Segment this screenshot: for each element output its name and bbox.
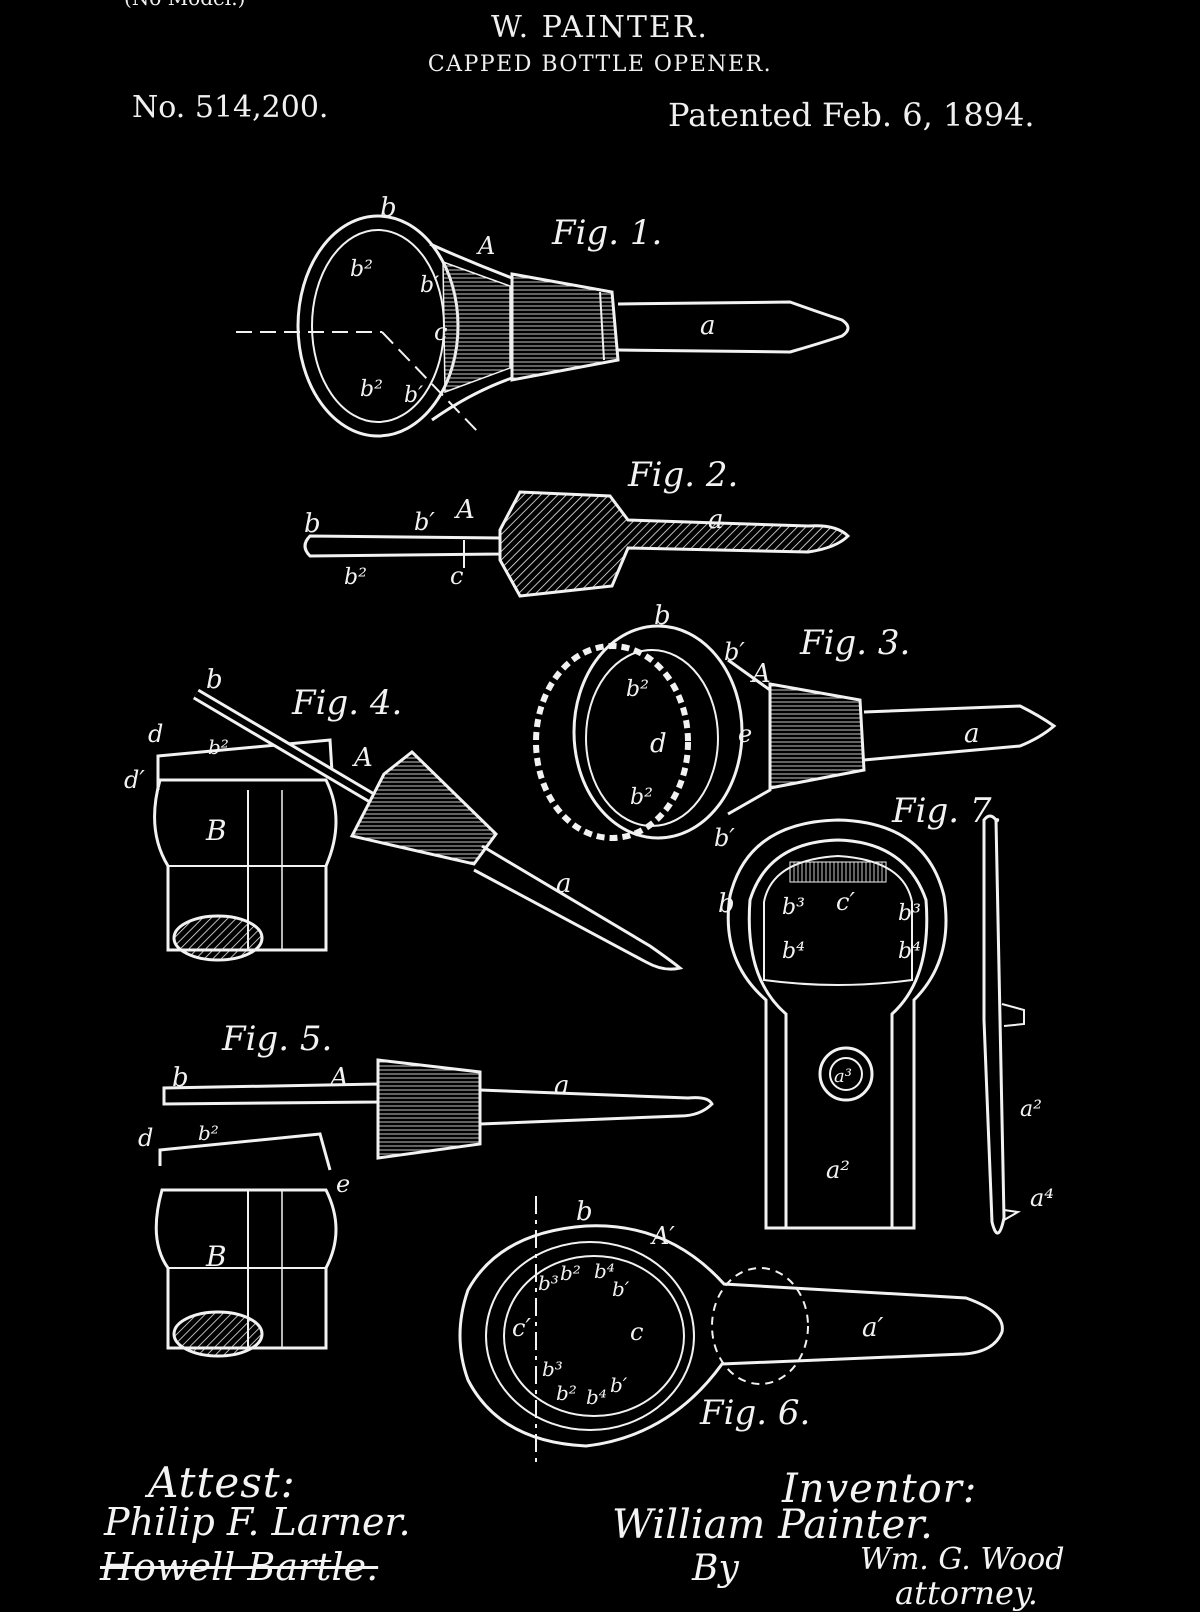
inventor-label: Inventor: xyxy=(782,1466,978,1512)
label-b4: b⁴ xyxy=(782,939,805,964)
patent-date: Patented Feb. 6, 1894. xyxy=(668,96,1035,134)
inventor-heading: W. PAINTER. xyxy=(491,10,709,45)
label-b1: b′ xyxy=(724,638,745,666)
label-A1: A′ xyxy=(650,1222,675,1250)
label-a2: a² xyxy=(1020,1097,1042,1122)
figure-4-labels: Fig. 4. b d b² d′ A B a xyxy=(124,665,572,899)
label-b: b xyxy=(654,601,671,631)
label-b2: b² xyxy=(198,1121,219,1145)
label-b3: b³ xyxy=(782,895,805,920)
label-a1: a′ xyxy=(862,1313,884,1343)
label-b4: b⁴ xyxy=(594,1259,615,1283)
label-A: A xyxy=(328,1063,349,1093)
label-b4: b⁴ xyxy=(898,939,921,964)
label-c: c xyxy=(630,1318,643,1346)
label-a: a xyxy=(700,311,716,341)
label-b1: b′ xyxy=(404,383,423,408)
label-c: c xyxy=(450,562,463,590)
figure-6-labels: Fig. 6. b A′ b³ b² b⁴ b′ c′ c b³ b² b⁴ b… xyxy=(512,1197,884,1433)
label-b2: b² xyxy=(556,1381,577,1405)
fig-4-caption: Fig. 4. xyxy=(291,683,402,723)
inventor-signature: William Painter. xyxy=(612,1502,933,1548)
label-b3: b³ xyxy=(542,1357,563,1381)
figure-5-labels: Fig. 5. b A a d b² e B xyxy=(138,1019,570,1273)
witness-signature-1: Philip F. Larner. xyxy=(104,1500,411,1544)
label-b1: b′ xyxy=(414,508,435,536)
label-a: a xyxy=(554,1071,570,1101)
label-d: d xyxy=(138,1124,153,1152)
label-b: b xyxy=(206,665,223,695)
label-d1: d′ xyxy=(124,766,145,794)
label-b1: b′ xyxy=(714,824,735,852)
label-a: a xyxy=(556,869,572,899)
patent-number: No. 514,200. xyxy=(132,90,329,125)
label-b2: b² xyxy=(626,677,649,702)
fig-7-caption: Fig. 7. xyxy=(891,791,1002,831)
label-a3: a³ xyxy=(834,1066,852,1087)
model-note: (No Model.) xyxy=(124,0,245,10)
label-b2: b² xyxy=(208,735,229,759)
label-e: e xyxy=(738,720,752,748)
label-b: b xyxy=(304,509,321,539)
fig-5-caption: Fig. 5. xyxy=(221,1019,332,1059)
figure-5 xyxy=(154,1058,714,1358)
figure-7-labels: Fig. 7. b b³ c′ b³ b⁴ b⁴ a³ a² a² a⁴ xyxy=(718,791,1054,1212)
figure-1 xyxy=(236,214,850,438)
label-b2: b² xyxy=(560,1261,581,1285)
label-a: a xyxy=(708,505,724,535)
label-a2: a² xyxy=(826,1156,850,1184)
label-A: A xyxy=(476,232,495,260)
label-e: e xyxy=(336,1170,350,1198)
label-b: b xyxy=(380,193,397,223)
figure-3-labels: Fig. 3. b b′ A b² d e b² b′ a xyxy=(626,601,980,852)
label-b2: b² xyxy=(360,377,383,402)
figure-1-labels: Fig. 1. b A b² b′ c b² b′ a xyxy=(350,193,716,408)
attest-label: Attest: xyxy=(148,1458,296,1507)
invention-title: CAPPED BOTTLE OPENER. xyxy=(427,52,773,77)
label-b: b xyxy=(576,1197,593,1227)
figure-6 xyxy=(458,1196,1004,1466)
label-b1: b′ xyxy=(610,1373,628,1397)
label-b1: b′ xyxy=(612,1277,630,1301)
figure-3 xyxy=(533,624,1057,841)
label-b2: b² xyxy=(350,257,373,282)
label-d: d xyxy=(148,720,163,748)
label-c: c xyxy=(434,318,447,346)
attorney-signature: Wm. G. Wood xyxy=(860,1542,1065,1577)
figure-7 xyxy=(726,814,1025,1235)
fig-3-caption: Fig. 3. xyxy=(799,623,910,663)
fig-6-caption: Fig. 6. xyxy=(699,1393,810,1433)
label-b2: b² xyxy=(630,785,653,810)
label-B: B xyxy=(205,1240,227,1273)
label-b1: b′ xyxy=(420,273,439,298)
label-A: A xyxy=(352,743,373,773)
label-a4: a⁴ xyxy=(1030,1184,1054,1212)
witness-signature-2: Howell Bartle. xyxy=(100,1545,379,1589)
label-b: b xyxy=(172,1063,189,1093)
fig-2-caption: Fig. 2. xyxy=(627,455,738,495)
label-d: d xyxy=(650,729,667,759)
label-A: A xyxy=(750,659,771,689)
label-c1: c′ xyxy=(512,1314,531,1342)
fig-1-caption: Fig. 1. xyxy=(551,213,662,253)
label-b4: b⁴ xyxy=(586,1385,607,1409)
figure-4 xyxy=(153,688,684,971)
label-b2: b² xyxy=(344,565,367,590)
label-A: A xyxy=(454,495,475,525)
by-label: By xyxy=(692,1548,739,1589)
attorney-label: attorney. xyxy=(895,1574,1038,1612)
figure-2-labels: Fig. 2. b b′ A b² c a xyxy=(304,455,738,590)
label-b: b xyxy=(718,889,735,919)
label-b3: b³ xyxy=(538,1271,559,1295)
label-c1: c′ xyxy=(836,888,855,916)
figure-2 xyxy=(303,490,851,598)
label-b3: b³ xyxy=(898,901,921,926)
label-B: B xyxy=(205,814,227,847)
label-a: a xyxy=(964,719,980,749)
